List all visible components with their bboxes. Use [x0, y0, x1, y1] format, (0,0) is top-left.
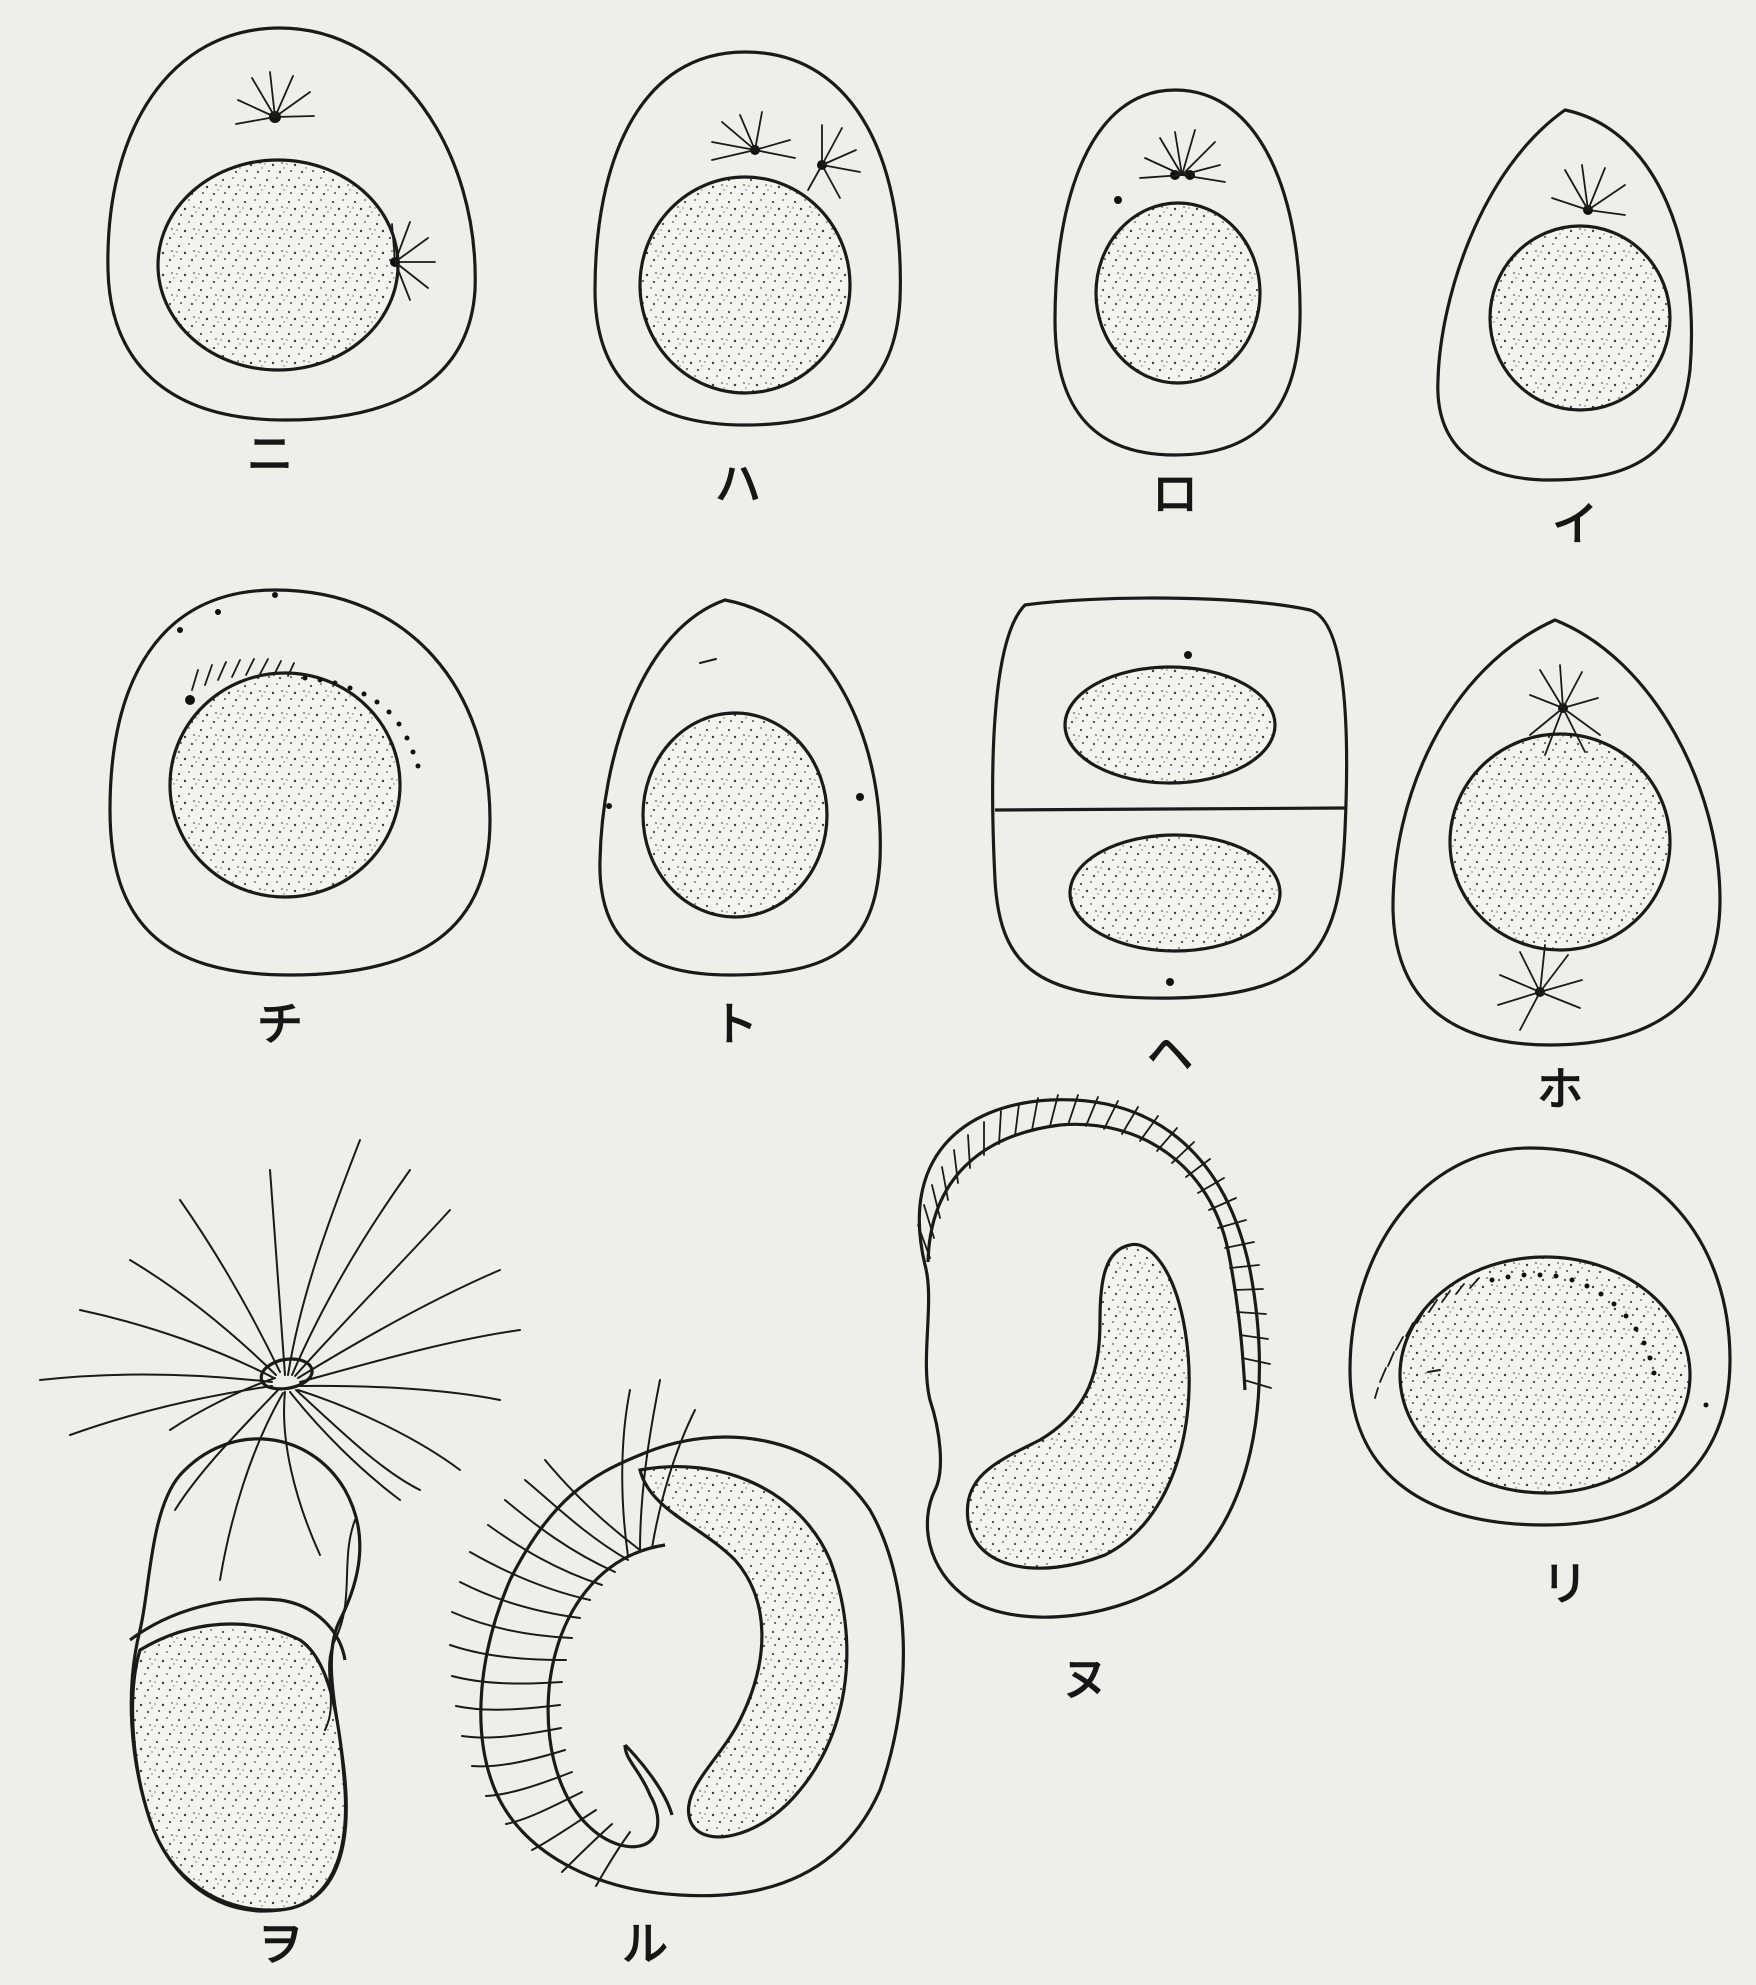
- figure-he: ヘ: [993, 598, 1347, 1081]
- figure-label: ヘ: [1147, 1027, 1193, 1081]
- figure-ha: ハ: [595, 52, 900, 511]
- figure-label: リ: [1542, 1557, 1588, 1611]
- nucleus: [643, 713, 827, 917]
- granule: [606, 803, 612, 809]
- figure-label: ヲ: [257, 1917, 303, 1971]
- figure-label: ハ: [715, 457, 761, 511]
- aster: [1140, 130, 1225, 182]
- figure-nu: ヌ: [918, 1095, 1271, 1706]
- nucleus: [1070, 835, 1280, 951]
- figure-chi: チ: [110, 590, 490, 1051]
- figure-label: チ: [257, 997, 303, 1051]
- granule: [1114, 196, 1122, 204]
- nucleus: [1096, 203, 1260, 383]
- granule: [272, 592, 278, 598]
- nucleus: [640, 1467, 847, 1837]
- granule: [856, 793, 864, 801]
- figure-ro: ロ: [1055, 90, 1300, 521]
- nucleus: [1490, 226, 1670, 410]
- nucleus: [967, 1244, 1189, 1568]
- nucleus: [640, 177, 850, 393]
- aster: [1552, 165, 1625, 215]
- nucleus: [133, 1624, 346, 1910]
- figure-label: ル: [622, 1917, 668, 1971]
- figure-to: ト: [600, 600, 880, 1051]
- centrosome: [1184, 651, 1192, 659]
- cilia-row: [918, 1095, 1271, 1388]
- nucleus: [170, 673, 400, 897]
- centrosome: [700, 659, 716, 663]
- mouth-curve: [625, 1745, 672, 1815]
- aster: [236, 72, 314, 124]
- figure-label: ロ: [1152, 467, 1198, 521]
- figure-ri: リ: [1350, 1148, 1730, 1611]
- granule: [177, 627, 183, 633]
- figure-label: ニ: [247, 427, 293, 481]
- nucleus: [1450, 734, 1670, 950]
- figure-i: イ: [1438, 110, 1692, 551]
- granule: [215, 609, 221, 615]
- ciliary-band: [928, 1124, 1245, 1390]
- figure-ru: ル: [450, 1380, 903, 1971]
- nucleus: [1400, 1257, 1690, 1493]
- cilia-tuft: [450, 1380, 695, 1886]
- figure-o: ヲ: [40, 1140, 520, 1971]
- mouth-curve: [548, 1545, 665, 1847]
- figure-label: ト: [712, 997, 758, 1051]
- aster: [808, 125, 860, 198]
- aster: [1498, 945, 1582, 1030]
- nucleus: [1065, 667, 1275, 783]
- figure-ni: ニ: [108, 28, 475, 481]
- division-plane: [995, 808, 1345, 810]
- figure-label: ヌ: [1062, 1652, 1108, 1706]
- centrosome: [185, 695, 195, 705]
- figure-ho: ホ: [1393, 620, 1720, 1116]
- nucleus: [158, 160, 398, 370]
- figure-label: ホ: [1537, 1062, 1583, 1116]
- figure-label: イ: [1552, 497, 1598, 551]
- centrosome: [1166, 978, 1174, 986]
